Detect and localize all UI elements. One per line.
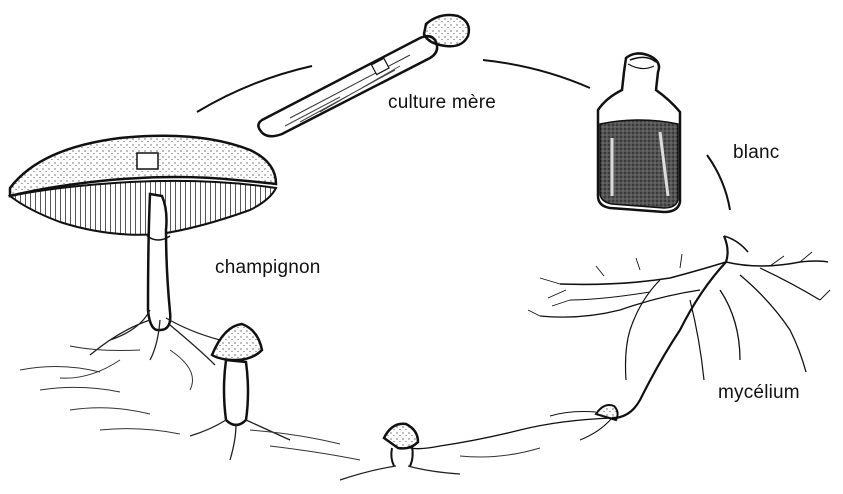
label-blanc: blanc (733, 142, 779, 164)
mycelium-icon (410, 236, 830, 449)
bottle-icon (598, 53, 680, 212)
young-mushroom-icon (190, 324, 290, 460)
cycle-arc-right (707, 155, 730, 210)
culture-tube-icon (258, 15, 468, 136)
primordium-icon (340, 424, 460, 480)
label-champignon: champignon (215, 257, 321, 279)
label-mycelium: mycélium (718, 382, 800, 404)
cycle-arc-top-right (483, 60, 590, 88)
label-culture-mere: culture mère (388, 92, 496, 114)
